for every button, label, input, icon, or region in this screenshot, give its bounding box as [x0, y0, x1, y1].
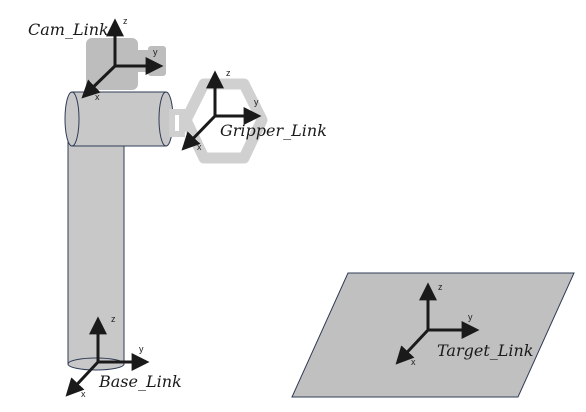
gripper-z-label: z — [226, 68, 231, 78]
cam-z-label: z — [123, 16, 128, 26]
target-y-label: y — [468, 312, 473, 322]
target-plate — [291, 272, 575, 398]
target-link-label: Target_Link — [437, 341, 534, 360]
base-y-label: y — [139, 344, 144, 354]
gripper-body — [169, 78, 268, 164]
target-x-label: x — [411, 357, 416, 367]
base-x-label: x — [81, 389, 86, 399]
cam-x-label: x — [95, 92, 100, 102]
cam-x-axis — [81, 64, 117, 99]
cam-link-label: Cam_Link — [28, 20, 109, 39]
target-frame-axes: z y x — [395, 282, 480, 367]
cam-y-label: y — [153, 47, 158, 57]
base-x-axis — [65, 360, 100, 397]
robot-column — [67, 117, 125, 371]
base-link-label: Base_Link — [98, 372, 182, 391]
gripper-link-label: Gripper_Link — [220, 121, 327, 140]
target-z-label: z — [438, 282, 443, 292]
cam-frame-axes: z y x — [81, 16, 164, 102]
target-x-axis — [395, 328, 430, 365]
gripper-y-label: y — [254, 97, 259, 107]
gripper-frame-axes: z y x — [181, 68, 262, 152]
base-z-label: z — [111, 314, 116, 324]
gripper-x-label: x — [197, 142, 202, 152]
gripper-x-axis — [181, 114, 217, 151]
robot-arm — [64, 91, 174, 147]
base-frame-axes: z y x — [65, 314, 150, 399]
